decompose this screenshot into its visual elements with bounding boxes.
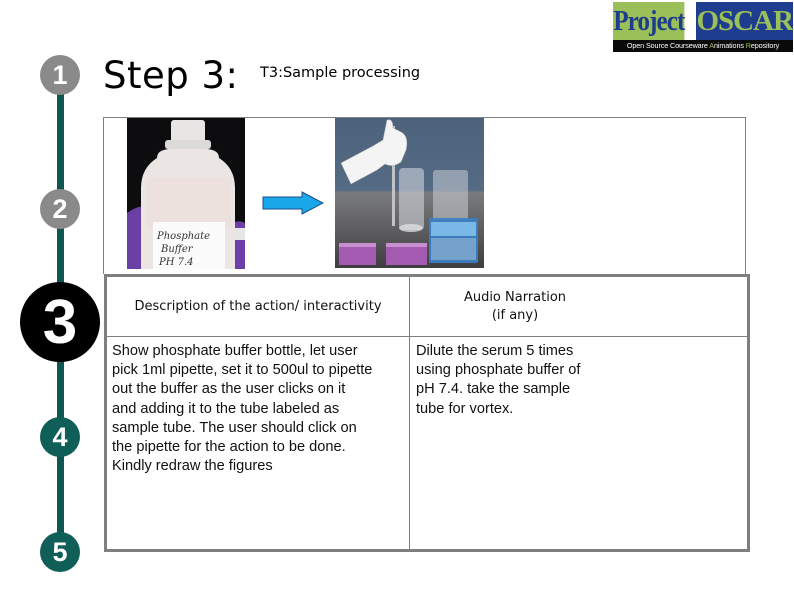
- step-2-indicator[interactable]: 2: [40, 189, 80, 229]
- step-subtitle: T3:Sample processing: [260, 65, 421, 81]
- step-number: 4: [52, 421, 68, 452]
- header-description: Description of the action/ interactivity: [134, 299, 382, 314]
- step-5-indicator[interactable]: 5: [40, 532, 80, 572]
- step-1-indicator[interactable]: 1: [40, 55, 80, 95]
- step-number: 1: [52, 59, 68, 90]
- step-number: 2: [52, 193, 68, 224]
- header-row-divider: [107, 336, 747, 337]
- pipette-image: [339, 119, 478, 265]
- tagline-highlight: R: [745, 41, 751, 50]
- svg-text:Buffer: Buffer: [160, 244, 194, 255]
- cell-audio-narration: Dilute the serum 5 times using phosphate…: [416, 343, 581, 417]
- svg-text:Phosphate: Phosphate: [156, 231, 210, 242]
- tagline-text: Open Source Courseware: [626, 41, 710, 50]
- step-3-indicator-current[interactable]: 3: [20, 282, 100, 362]
- step-title: Step 3:: [103, 54, 239, 97]
- logo-word-project: Project: [613, 2, 685, 40]
- storyboard-table: Description of the action/ interactivity…: [104, 274, 750, 552]
- right-arrow-icon: [262, 191, 325, 219]
- svg-text:PH 7.4: PH 7.4: [158, 257, 194, 268]
- step-number: 5: [52, 536, 68, 567]
- phosphate-buffer-bottle-photo: Phosphate Buffer PH 7.4: [127, 118, 245, 269]
- header-audio-narration: Audio Narration (if any): [410, 289, 620, 325]
- pipette-lab-illustration: [335, 118, 484, 268]
- tagline-text: nimations: [713, 41, 746, 50]
- header-audio-line2: (if any): [491, 308, 539, 323]
- step-number: 3: [42, 287, 78, 357]
- step-4-indicator[interactable]: 4: [40, 417, 80, 457]
- logo-tagline: Open Source Courseware Animations Reposi…: [613, 40, 793, 52]
- tagline-highlight: A: [709, 41, 714, 50]
- illustration-panel: [103, 117, 746, 274]
- logo-word-oscar: OSCAR: [696, 2, 794, 40]
- column-divider: [409, 277, 410, 549]
- tagline-text: epository: [750, 41, 780, 50]
- bottle-image: Phosphate Buffer PH 7.4: [127, 118, 245, 269]
- project-oscar-logo: Project OSCAR Open Source Courseware Ani…: [613, 2, 794, 52]
- header-audio-line1: Audio Narration: [463, 290, 567, 305]
- cell-description: Show phosphate buffer bottle, let user p…: [112, 343, 373, 475]
